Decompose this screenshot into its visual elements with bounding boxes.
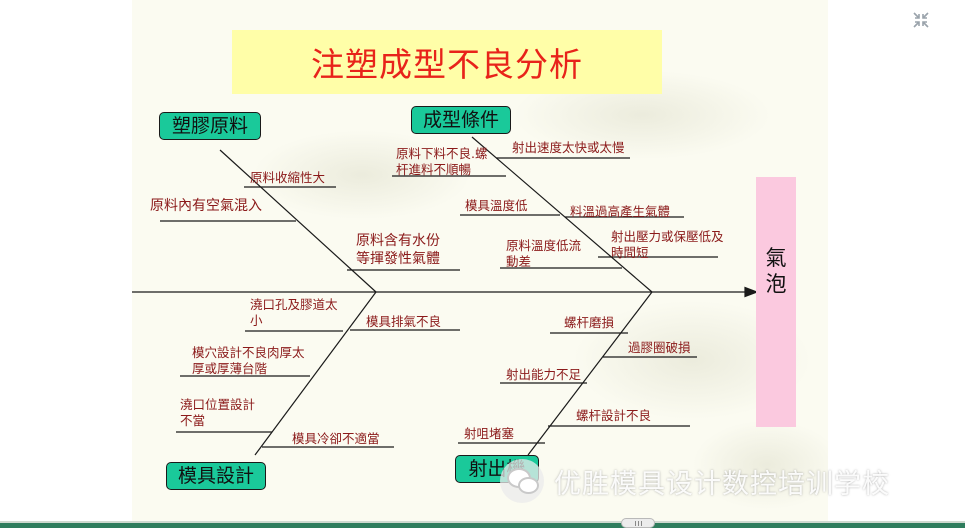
- cause-mold-gate-line1: 澆口孔及膠道太: [250, 297, 338, 312]
- effect-char-1: 氣: [765, 246, 787, 270]
- cause-mold-vent: 模具排氣不良: [366, 314, 442, 329]
- cause-mach-screw-design: 螺杆設計不良: [576, 408, 652, 423]
- cause-mach-nozzle: 射咀堵塞: [464, 426, 515, 441]
- cause-mold-gate-line2: 小: [250, 313, 263, 328]
- watermark-text: 优胜模具设计数控培训学校: [554, 468, 890, 500]
- cause-mach-capacity: 射出能力不足: [506, 367, 582, 382]
- cause-cond-overheat: 料溫過高產生氣體: [570, 204, 671, 219]
- cause-mold-cavity-line2: 厚或厚薄台階: [192, 361, 268, 376]
- cause-material-moisture-line1: 原料含有水份: [356, 233, 440, 249]
- watermark: 优胜模具设计数控培训学校: [500, 455, 940, 507]
- effect-box: 氣 泡: [756, 177, 796, 427]
- cause-cond-mold-temp: 模具溫度低: [465, 198, 528, 213]
- cause-material-shrinkage: 原料收縮性大: [250, 170, 326, 185]
- cause-cond-flow-line2: 動差: [506, 254, 532, 269]
- wechat-icon: [500, 459, 544, 503]
- cause-cond-pressure-line1: 射出壓力或保壓低及: [611, 229, 724, 244]
- cause-mold-gate-pos-line1: 澆口位置設計: [180, 397, 256, 412]
- cause-cond-speed: 射出速度太快或太慢: [512, 140, 625, 155]
- bottom-bar: [0, 521, 965, 528]
- cause-cond-pressure-line2: 時間短: [611, 245, 649, 260]
- cause-mold-gate-pos-line2: 不當: [180, 413, 206, 428]
- cause-material-air: 原料內有空氣混入: [150, 198, 262, 214]
- cause-cond-feed-line2: 杆進料不順暢: [396, 162, 472, 177]
- cause-cond-feed-line1: 原料下料不良.螺: [396, 146, 488, 161]
- category-material: 塑膠原料: [159, 112, 261, 140]
- bone-machine: [527, 291, 653, 456]
- title-box: 注塑成型不良分析: [232, 30, 662, 94]
- cause-mold-cooling: 模具冷卻不適當: [292, 431, 380, 446]
- diagram-title: 注塑成型不良分析: [311, 45, 583, 84]
- effect-char-2: 泡: [765, 272, 787, 296]
- category-mold: 模具設計: [166, 462, 266, 490]
- bone-mold: [254, 291, 377, 456]
- cause-mach-screw-wear: 螺杆磨損: [564, 315, 615, 330]
- bottom-divider: [0, 521, 965, 523]
- cause-material-moisture-line2: 等揮發性氣體: [356, 251, 440, 267]
- cause-mold-cavity-line1: 模穴設計不良肉厚太: [192, 345, 305, 360]
- bone-conditions: [471, 136, 653, 293]
- cause-cond-flow-line1: 原料溫度低流: [506, 238, 582, 253]
- category-conditions: 成型條件: [411, 106, 511, 134]
- bone-material: [219, 149, 377, 293]
- spine-arrowhead: [744, 286, 759, 298]
- exit-fullscreen-icon[interactable]: [911, 10, 931, 30]
- cause-mach-ring: 過膠圈破損: [628, 340, 691, 355]
- scroll-handle[interactable]: [621, 518, 655, 528]
